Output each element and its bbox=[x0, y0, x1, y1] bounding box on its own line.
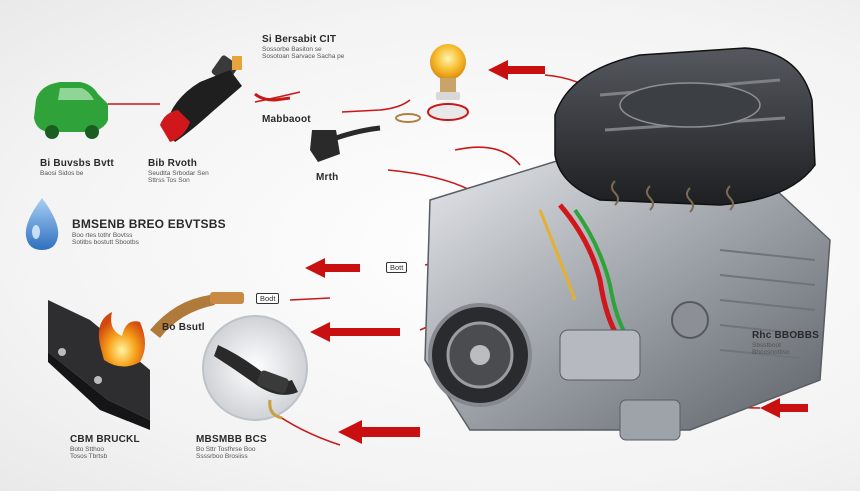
mid-top-label-text: Mabbaoot bbox=[262, 114, 311, 125]
mid-top-label: Mabbaoot bbox=[262, 114, 311, 126]
right-label-sub-1: Sbsstboot bbox=[752, 341, 781, 349]
bottom-mid-sub-2: Ssssrboo Brosiiss bbox=[196, 452, 248, 460]
bottom-mid-sub-1: Bo Sttr Tosfhrse Boo bbox=[196, 445, 256, 453]
bottom-left-sub-2: Tosos Tbrtsb bbox=[70, 452, 108, 460]
left-label-1: Bi Buvsbs Bvtt Baosi Sidos be bbox=[40, 158, 114, 177]
sensor-plug-icon bbox=[310, 125, 381, 162]
spark-plug-tool-icon bbox=[160, 55, 291, 142]
bottom-left-title: CBM BRUCKL bbox=[70, 434, 140, 445]
bottom-mid-label: MBSMBB BCS Bo Sttr Tosfhrse Boo Ssssrboo… bbox=[196, 434, 267, 460]
bottom-left-label: CBM BRUCKL Boto Stthoo Tosos Tbrtsb bbox=[70, 434, 140, 460]
bottom-left-sub-1: Boto Stthoo bbox=[70, 445, 104, 453]
left-label-2-sub-2: Sttrss Tos Son bbox=[148, 176, 190, 184]
left-label-2: Bib Rvoth Seudtta Srbodar Sen Sttrss Tos… bbox=[148, 158, 209, 184]
left-label-1-title: Bi Buvsbs Bvtt bbox=[40, 158, 114, 169]
water-label: BMSENB BREO EBVTSBS Boo rtes tothr Bovts… bbox=[72, 217, 226, 247]
wire-tag-2: Bodt bbox=[256, 293, 280, 304]
sensor-small-label-text: Mrth bbox=[316, 172, 339, 183]
right-label-title: Rhc BBOBBS bbox=[752, 330, 820, 341]
water-label-sub-2: Sotitbs bostutt Sbootbs bbox=[72, 239, 139, 247]
top-center-title: Si Bersabit CIT bbox=[262, 34, 337, 45]
flame-icon bbox=[98, 292, 244, 367]
flame-label: Bo Bsutl bbox=[162, 322, 205, 334]
green-car-icon bbox=[34, 82, 108, 139]
top-center-sub-1: Sossorbe Basiton se bbox=[262, 45, 322, 53]
flame-label-text: Bo Bsutl bbox=[162, 322, 205, 333]
top-center-label: Si Bersabit CIT Sossorbe Basiton se Soso… bbox=[262, 34, 344, 60]
water-label-sub-1: Boo rtes tothr Bovtss bbox=[72, 231, 133, 239]
magnifier-lens-icon bbox=[202, 315, 308, 421]
left-label-2-sub-1: Seudtta Srbodar Sen bbox=[148, 169, 209, 177]
engine-illustration bbox=[424, 47, 831, 441]
right-label: Rhc BBOBBS Sbsstboot Bhoosnottiso bbox=[752, 330, 819, 356]
water-label-title: BMSENB BREO EBVTSBS bbox=[72, 217, 226, 231]
red-arrows bbox=[305, 60, 808, 444]
wire-tag-1: Bott bbox=[386, 262, 408, 273]
light-bulb-icon bbox=[395, 44, 469, 123]
left-label-1-sub: Baosi Sidos be bbox=[40, 169, 84, 177]
sensor-small-label: Mrth bbox=[316, 172, 338, 184]
top-center-sub-2: Sosotoan Sarvace Sacha pe bbox=[262, 52, 345, 60]
bottom-mid-title: MBSMBB BCS bbox=[196, 434, 267, 445]
water-drop-icon bbox=[25, 198, 59, 250]
left-label-2-title: Bib Rvoth bbox=[148, 158, 198, 169]
heating-element-icon bbox=[48, 300, 150, 430]
right-label-sub-2: Bhoosnottiso bbox=[752, 348, 790, 356]
